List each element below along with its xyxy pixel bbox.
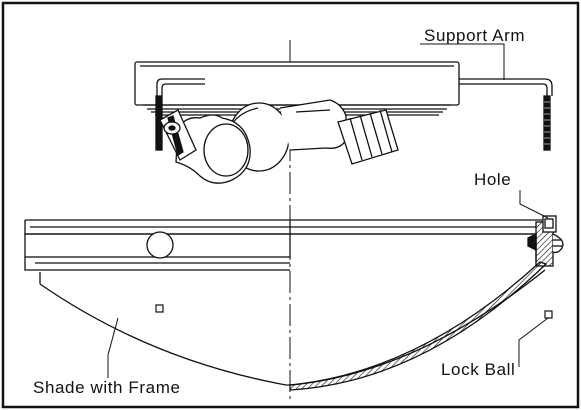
lock-screw-assembly	[527, 215, 564, 267]
shade-with-frame-label: Shade with Frame	[33, 378, 181, 397]
left-hook-arm	[155, 78, 205, 151]
lock-ball-label: Lock Ball	[441, 360, 516, 379]
bulb-assembly	[159, 99, 399, 184]
support-arm-label: Support Arm	[424, 26, 526, 45]
leader-lines	[107, 43, 549, 378]
support-arm	[459, 78, 553, 151]
frame-rings	[24, 219, 553, 271]
lock-ball-marker-right	[544, 310, 553, 319]
lock-ball-marker-left	[155, 304, 164, 313]
hole-label: Hole	[474, 170, 512, 189]
